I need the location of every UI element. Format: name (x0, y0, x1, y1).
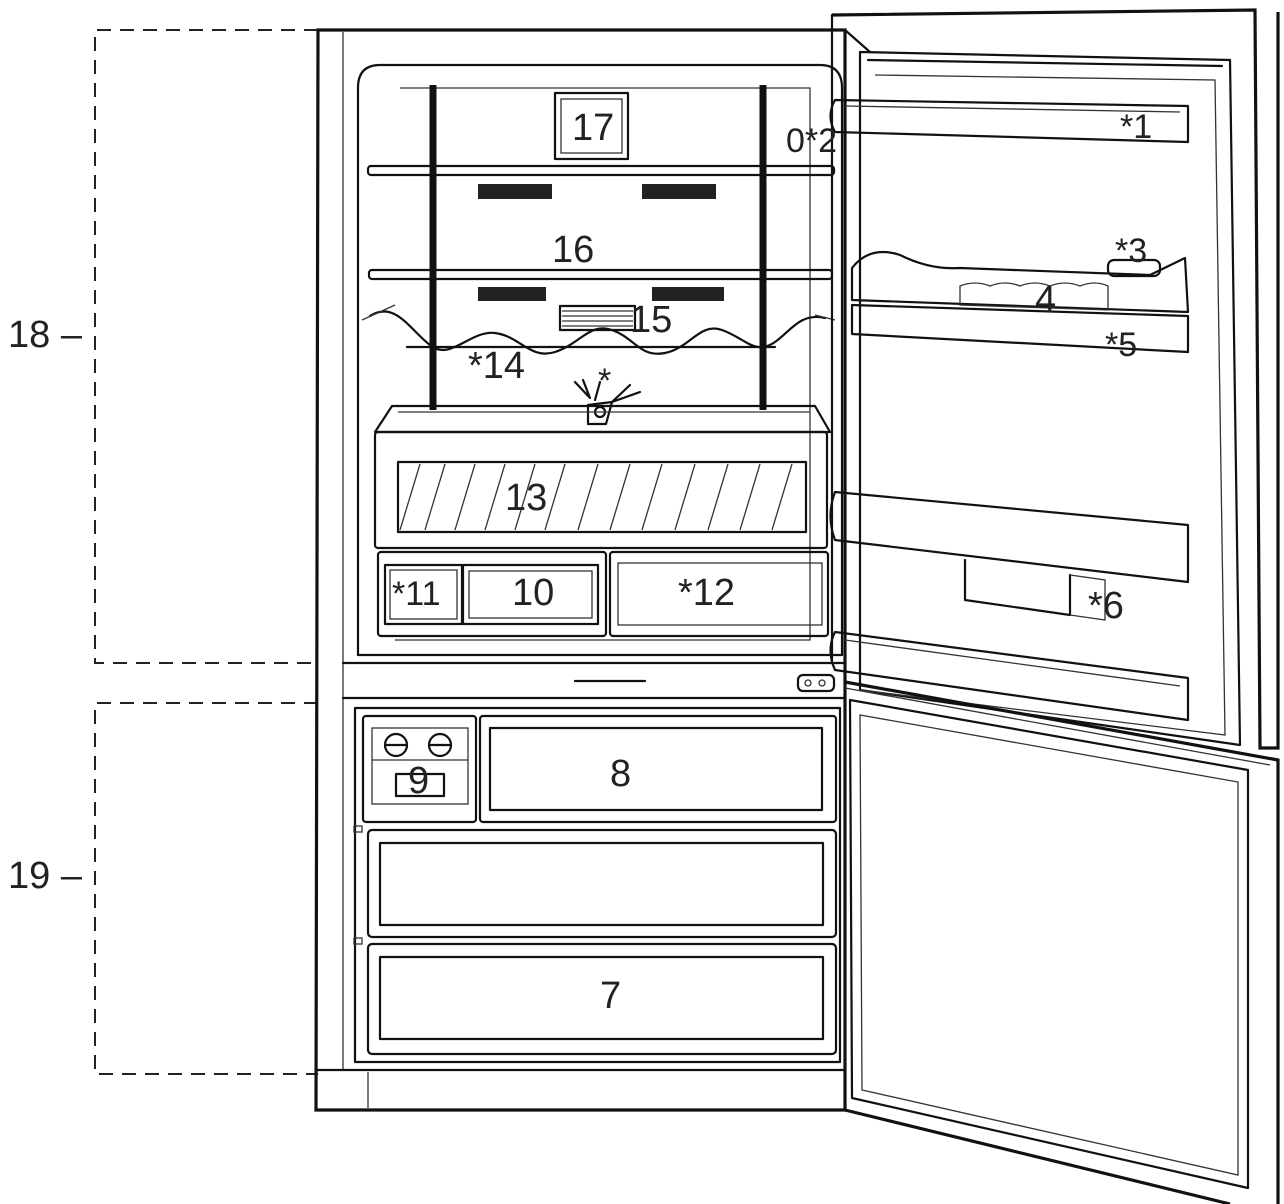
label-door-shelf-top: *1 (1120, 108, 1152, 146)
label-bracket: * (598, 362, 611, 400)
label-fridge-section: 18 – (8, 314, 83, 356)
label-freezer-drawer-bottom: 7 (600, 975, 621, 1017)
label-vent: 15 (630, 299, 672, 341)
shelf-rails (429, 85, 767, 410)
label-crisper: 13 (505, 477, 547, 519)
label-drawer-12: *12 (678, 572, 735, 614)
door-shelf-lower (829, 490, 1190, 621)
door-shelf-mid (850, 303, 1190, 354)
glass-shelf-lower (367, 268, 834, 301)
label-light: 0*2 (786, 122, 837, 160)
label-ice-maker: 9 (408, 760, 429, 802)
egg-tray-shelf (850, 250, 1190, 314)
fridge-door (830, 8, 1280, 750)
label-bottle-holder: *6 (1088, 585, 1124, 627)
ice-maker (361, 714, 478, 824)
label-door-shelf-mid: *5 (1105, 326, 1137, 364)
door-shelf-top (829, 98, 1190, 144)
label-egg-tray: 4 (1035, 279, 1056, 321)
freezer-drawer-top (478, 714, 838, 824)
freezer-door (844, 680, 1280, 1204)
glass-shelf-upper (366, 164, 836, 199)
drawer-left-group (376, 550, 608, 638)
label-freezer-drawer-top: 8 (610, 753, 631, 795)
door-shelf-bottom (829, 630, 1190, 722)
label-17: 17 (572, 107, 614, 149)
vent-grille (558, 304, 637, 332)
label-shelves: 16 (552, 229, 594, 271)
freezer-drawer-bottom (366, 942, 838, 1056)
freezer-drawer-middle (353, 825, 838, 945)
label-wine-rack: *14 (468, 345, 525, 387)
label-drawer-11: *11 (392, 575, 441, 613)
drawer-right (608, 550, 830, 638)
label-freezer-section: 19 – (8, 855, 83, 897)
fridge-section-bracket (94, 29, 318, 664)
control-panel (553, 91, 630, 161)
freezer-section-bracket (94, 702, 318, 1075)
label-drawer-10: 10 (512, 572, 554, 614)
label-egg-tray-lid: *3 (1115, 232, 1147, 270)
crisper-drawer (373, 404, 832, 550)
